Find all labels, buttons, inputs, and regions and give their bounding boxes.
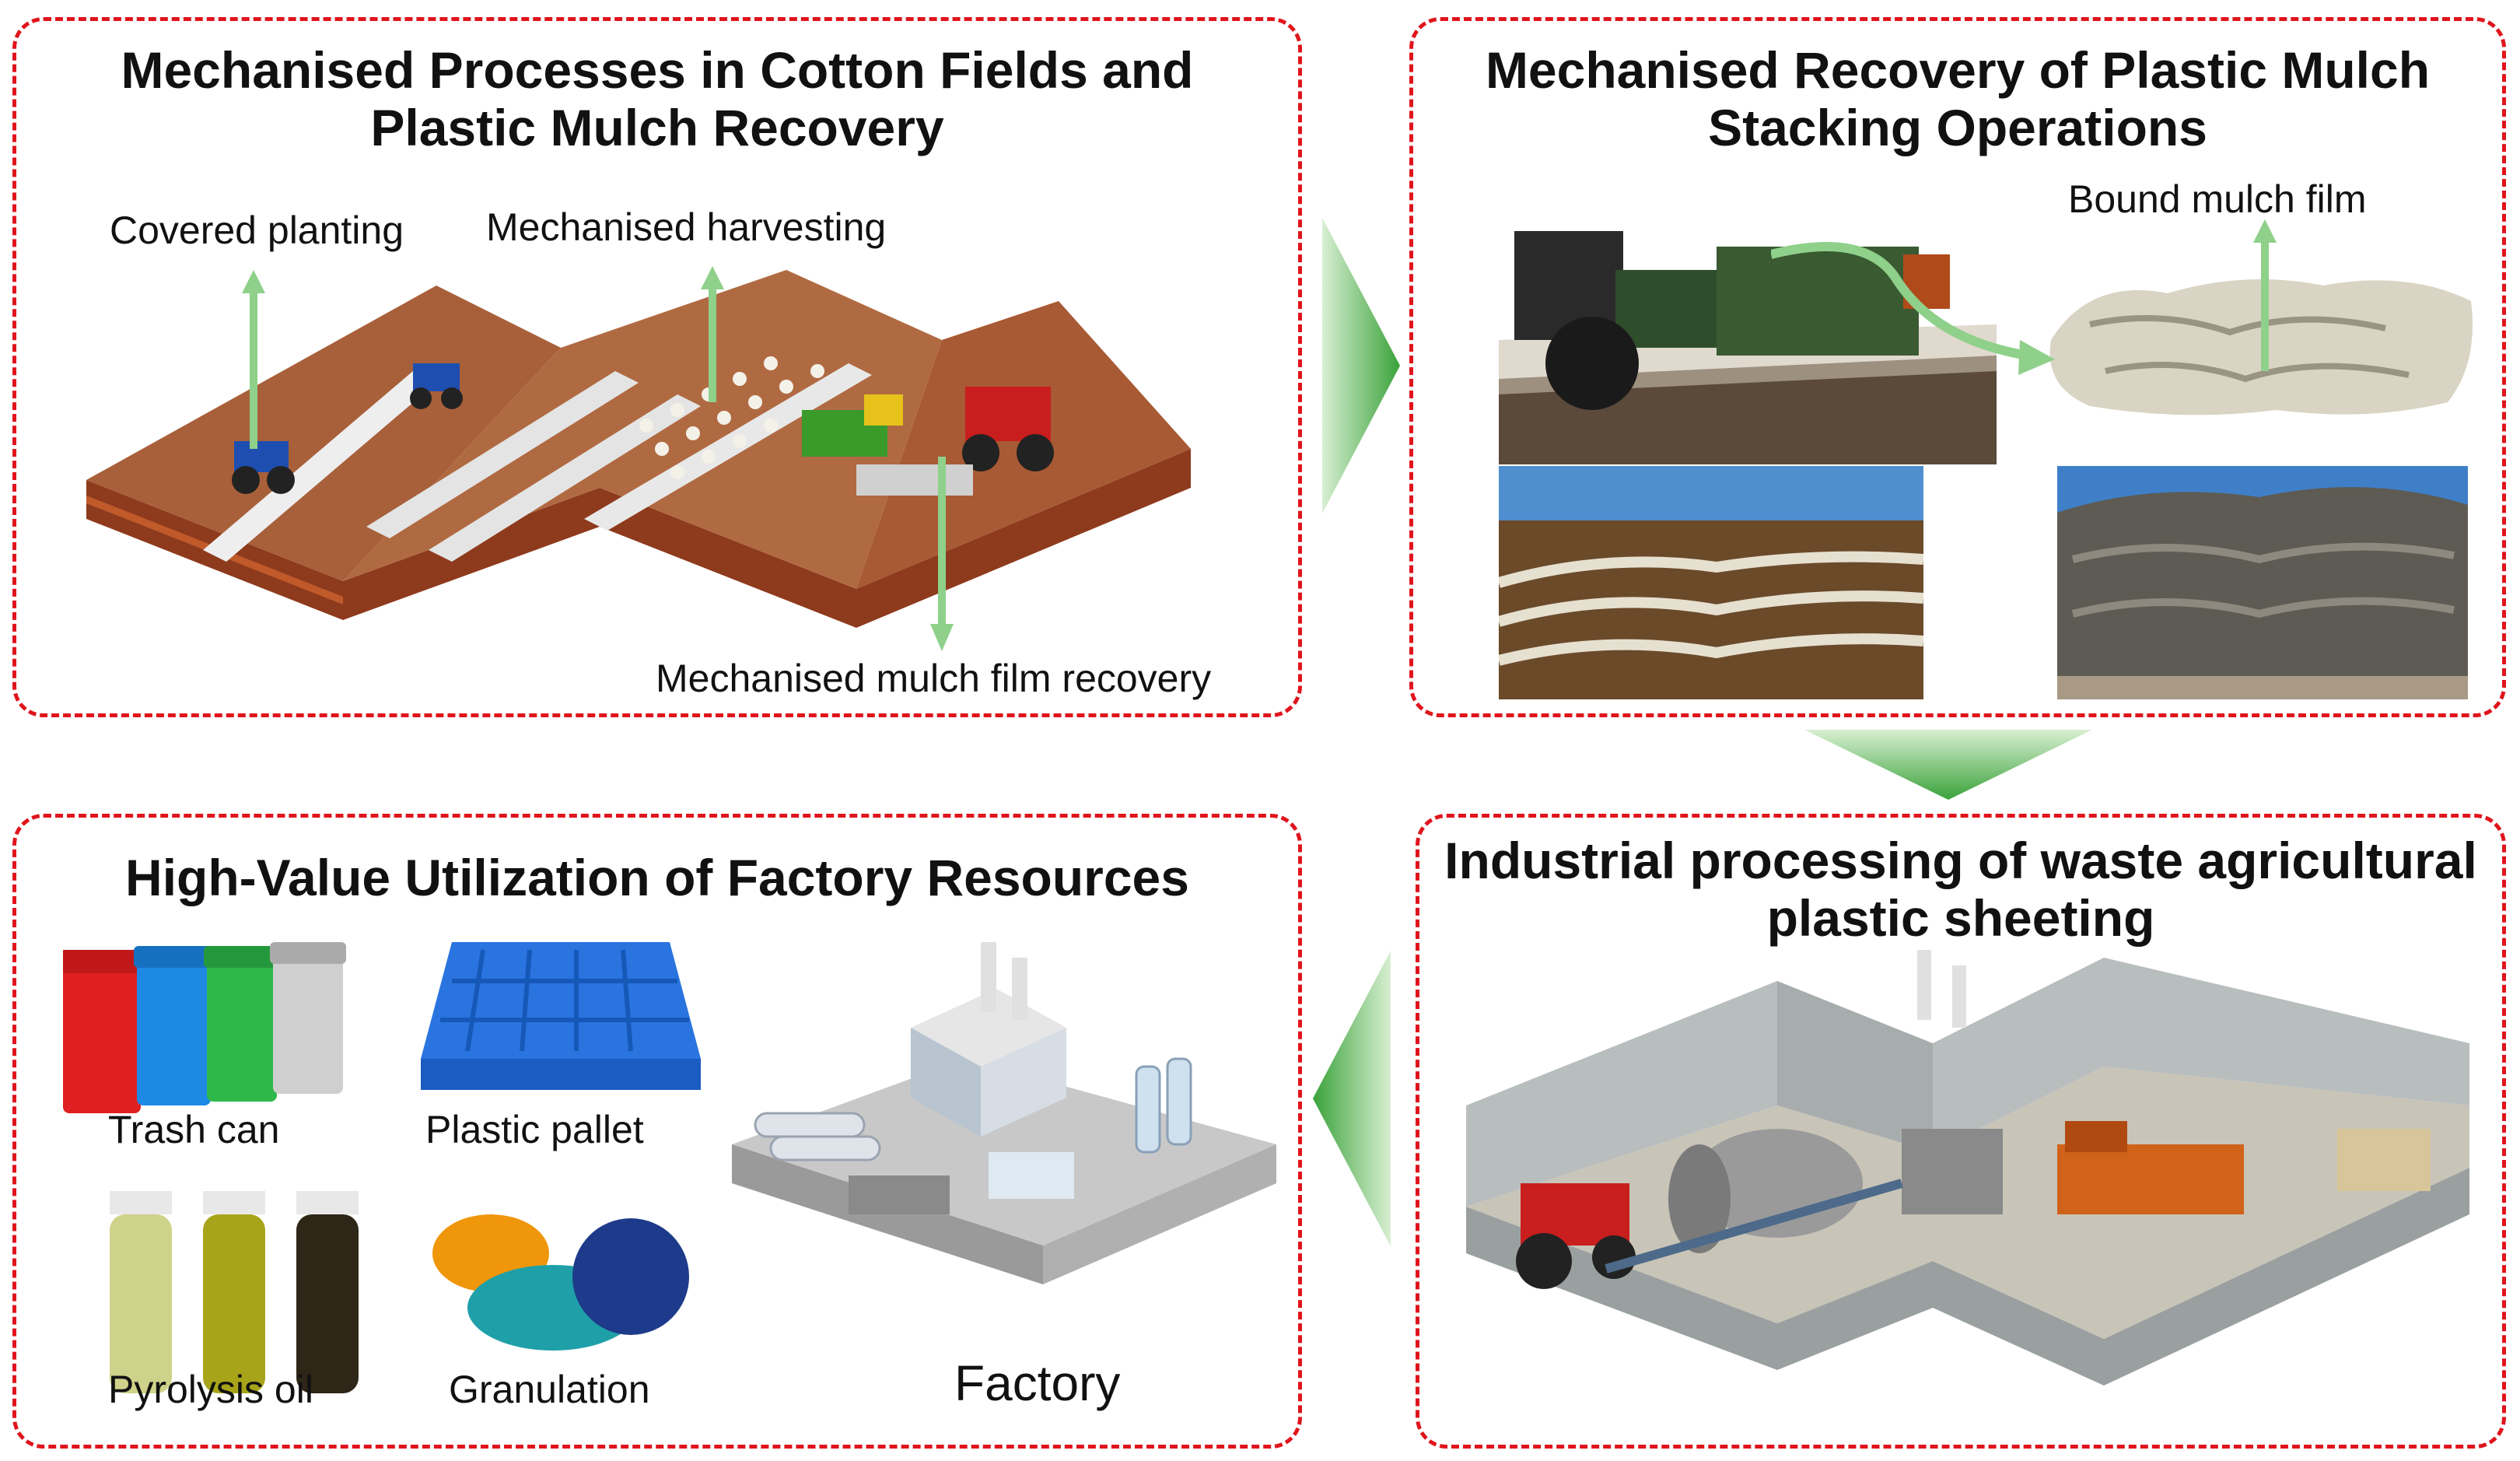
field-soil-side	[343, 449, 1191, 628]
factory-sheet-stack	[849, 1175, 950, 1214]
field-top-planting	[86, 286, 561, 581]
cotton-plants	[639, 356, 824, 479]
label-trash-can: Trash can	[108, 1108, 280, 1151]
panel-stacking-title: Mechanised Recovery of Plastic Mulch Sta…	[1413, 41, 2502, 156]
panel-industrial-title-line1: Industrial processing of waste agricultu…	[1444, 832, 2477, 889]
plant-wall-left	[1466, 981, 1777, 1207]
mulch-film-strip	[203, 371, 436, 562]
mulch-film-strip	[429, 394, 701, 562]
oil-vial-light	[110, 1191, 172, 1393]
plant-pellet-bags	[2337, 1129, 2431, 1191]
oil-vial-mid	[203, 1191, 265, 1393]
factory-machine	[989, 1152, 1074, 1199]
panel-industrial-title: Industrial processing of waste agricultu…	[1419, 832, 2502, 947]
tractor-blue	[410, 363, 463, 409]
arrow-head	[701, 266, 724, 289]
panel-stacking: Mechanised Recovery of Plastic Mulch Sta…	[1409, 17, 2506, 717]
arrow-baler-to-film	[1771, 242, 2055, 375]
panel-cotton-title-line1: Mechanised Processes in Cotton Fields an…	[121, 41, 1194, 99]
arrow-head	[930, 624, 954, 651]
mulch-film-strip	[584, 363, 872, 531]
trash-can-green	[204, 946, 280, 1102]
factory-film-rolls	[754, 1112, 881, 1161]
flow-arrow-down	[1804, 730, 2092, 800]
harvester-green	[802, 394, 903, 457]
plant-wall-right	[1933, 958, 2469, 1152]
granulation-illustration	[432, 1214, 689, 1351]
arrow-head	[242, 270, 265, 293]
plant-shredder	[1902, 1129, 2003, 1214]
arrow-bound-film	[2253, 219, 2277, 371]
photo-film-stack	[2057, 466, 2468, 699]
factory-base-side	[1043, 1144, 1276, 1284]
panel-utilization: High-Value Utilization of Factory Resour…	[12, 814, 1302, 1449]
factory-chimney	[981, 942, 996, 1012]
plant-wall-mid	[1777, 981, 1933, 1152]
granules-navy	[572, 1218, 689, 1335]
pyrolysis-oil-illustration	[110, 1191, 359, 1393]
trash-can-red	[63, 950, 144, 1113]
label-plastic-pallet: Plastic pallet	[425, 1108, 644, 1151]
mulch-film-strip	[366, 371, 639, 538]
label-factory: Factory	[954, 1355, 1121, 1411]
cotton-field-illustration	[86, 266, 1191, 651]
panel-industrial: Industrial processing of waste agricultu…	[1416, 814, 2506, 1449]
label-mulch-recovery: Mechanised mulch film recovery	[656, 657, 1212, 700]
label-granulation: Granulation	[449, 1368, 650, 1411]
oil-vial-dark	[296, 1191, 359, 1393]
flow-arrow-right	[1322, 218, 1400, 513]
photo-field-film-rows	[1499, 466, 1923, 699]
plastic-pallet-illustration	[421, 942, 701, 1090]
plant-chimney	[1952, 965, 1966, 1028]
photo-tractor-baler	[1499, 184, 1997, 464]
panel-stacking-title-line1: Mechanised Recovery of Plastic Mulch	[1485, 41, 2431, 99]
panel-cotton-field: Mechanised Processes in Cotton Fields an…	[12, 17, 1302, 717]
label-pyrolysis-oil: Pyrolysis oil	[108, 1368, 313, 1411]
industrial-plant-illustration	[1466, 950, 2469, 1386]
plant-floor	[1466, 1168, 2469, 1386]
trash-cans-illustration	[63, 942, 346, 1113]
label-mechanised-harvesting: Mechanised harvesting	[486, 205, 887, 249]
panel-cotton-title-line2: Plastic Mulch Recovery	[370, 99, 944, 156]
label-bound-mulch-film: Bound mulch film	[2068, 177, 2367, 221]
tractor-planting	[232, 441, 295, 494]
flow-arrow-left	[1313, 951, 1391, 1246]
panel-industrial-title-line2: plastic sheeting	[1766, 889, 2155, 947]
label-covered-planting: Covered planting	[110, 208, 404, 252]
plant-extruder	[2057, 1121, 2244, 1214]
trash-can-blue	[134, 946, 214, 1105]
panel-stacking-title-line2: Stacking Operations	[1708, 99, 2207, 156]
panel-utilization-title: High-Value Utilization of Factory Resour…	[125, 849, 1189, 906]
plant-conveyor	[1605, 1179, 1903, 1274]
tractor-red	[856, 387, 1054, 496]
trash-can-grey	[270, 942, 346, 1094]
factory-chimney	[1012, 958, 1027, 1020]
factory-illustration	[732, 942, 1276, 1284]
factory-tanks	[1135, 1057, 1192, 1154]
plant-chimney	[1917, 950, 1931, 1020]
panel-cotton-title: Mechanised Processes in Cotton Fields an…	[16, 41, 1298, 156]
